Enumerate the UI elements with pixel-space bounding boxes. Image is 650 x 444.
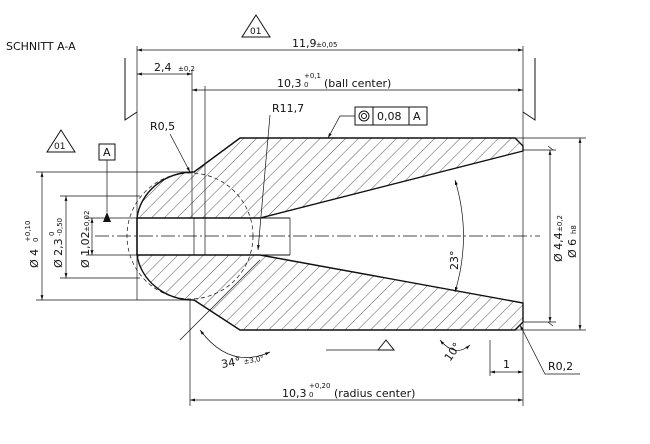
datum-a-box: A <box>98 143 116 222</box>
svg-text:Ø 4,4: Ø 4,4 <box>552 232 565 262</box>
svg-text:10,3: 10,3 <box>282 387 307 400</box>
radius-r02: R0,2 <box>519 324 580 375</box>
svg-text:34°: 34° <box>220 355 241 371</box>
angle-23: 23° <box>448 179 464 293</box>
svg-text:R11,7: R11,7 <box>272 102 304 115</box>
svg-text:±0,2: ±0,2 <box>556 215 564 232</box>
revision-marker-left: 01 <box>46 129 76 153</box>
right-tick-marks <box>547 145 554 327</box>
svg-text:h8: h8 <box>570 225 578 234</box>
radius-r05: R0,5 <box>150 120 191 173</box>
svg-text:10,3: 10,3 <box>277 77 302 90</box>
svg-text:A: A <box>103 146 111 159</box>
dim-one: 1 <box>489 340 523 376</box>
svg-text:±0,2: ±0,2 <box>178 65 195 73</box>
svg-text:0: 0 <box>309 391 313 399</box>
svg-text:0: 0 <box>48 232 56 236</box>
angle-10: 10° <box>439 339 471 364</box>
svg-text:+0,10: +0,10 <box>24 221 32 242</box>
svg-text:0: 0 <box>32 238 40 242</box>
dim-ball-center: 10,3 +0,1 0 (ball center) <box>192 72 523 218</box>
dim-dia-44: Ø 4,4 ±0,2 <box>523 149 565 323</box>
svg-text:11,9: 11,9 <box>292 37 317 50</box>
svg-text:23°: 23° <box>448 251 461 271</box>
section-title: SCHNITT A-A <box>6 40 76 53</box>
svg-text:Ø 4: Ø 4 <box>28 249 41 268</box>
svg-text:±0,02: ±0,02 <box>83 211 91 232</box>
svg-text:Ø 2,3: Ø 2,3 <box>52 238 65 268</box>
dim-left-step: 2,4 ±0,2 <box>137 61 195 218</box>
svg-text:10°: 10° <box>442 340 464 363</box>
dim-dia-102: Ø 1,02 ±0,02 <box>79 211 140 268</box>
dim-total-length: 11,9 ±0,05 <box>137 37 523 52</box>
svg-text:Ø 1,02: Ø 1,02 <box>79 231 92 268</box>
svg-text:(ball center): (ball center) <box>324 77 391 90</box>
svg-text:(radius center): (radius center) <box>334 387 415 400</box>
svg-text:0,08: 0,08 <box>377 110 402 123</box>
radius-r117: R11,7 <box>256 102 304 251</box>
revision-marker-top: 01 <box>241 14 271 38</box>
svg-text:0: 0 <box>304 81 308 89</box>
dim-dia-23: Ø 2,3 0 -0,50 <box>48 195 140 279</box>
svg-text:±0,05: ±0,05 <box>316 41 337 49</box>
svg-text:01: 01 <box>250 27 261 37</box>
svg-text:R0,5: R0,5 <box>150 120 175 133</box>
svg-text:A: A <box>413 110 421 123</box>
dim-dia-4: Ø 4 +0,10 0 <box>24 171 194 301</box>
svg-text:2,4: 2,4 <box>154 61 172 74</box>
part-section-hatched <box>126 46 524 406</box>
grinding-mark-top-left <box>124 58 138 121</box>
concentricity-frame: 0,08 A <box>327 106 428 139</box>
svg-text:01: 01 <box>54 142 65 152</box>
svg-text:-0,50: -0,50 <box>56 218 64 236</box>
dim-radius-center: 10,3 +0,20 0 (radius center) <box>189 300 523 406</box>
svg-text:Ø 6: Ø 6 <box>566 239 579 258</box>
svg-text:±3,0°: ±3,0° <box>243 355 265 366</box>
svg-text:R0,2: R0,2 <box>548 360 573 373</box>
grinding-mark-bottom <box>326 339 396 351</box>
svg-text:1: 1 <box>503 358 510 371</box>
grinding-mark-top-right <box>522 58 536 121</box>
angle-34: 34° ±3,0° <box>179 259 271 371</box>
dim-dia-6: Ø 6 h8 <box>515 137 586 331</box>
svg-text:+0,20: +0,20 <box>309 382 330 390</box>
svg-text:+0,1: +0,1 <box>304 72 321 80</box>
